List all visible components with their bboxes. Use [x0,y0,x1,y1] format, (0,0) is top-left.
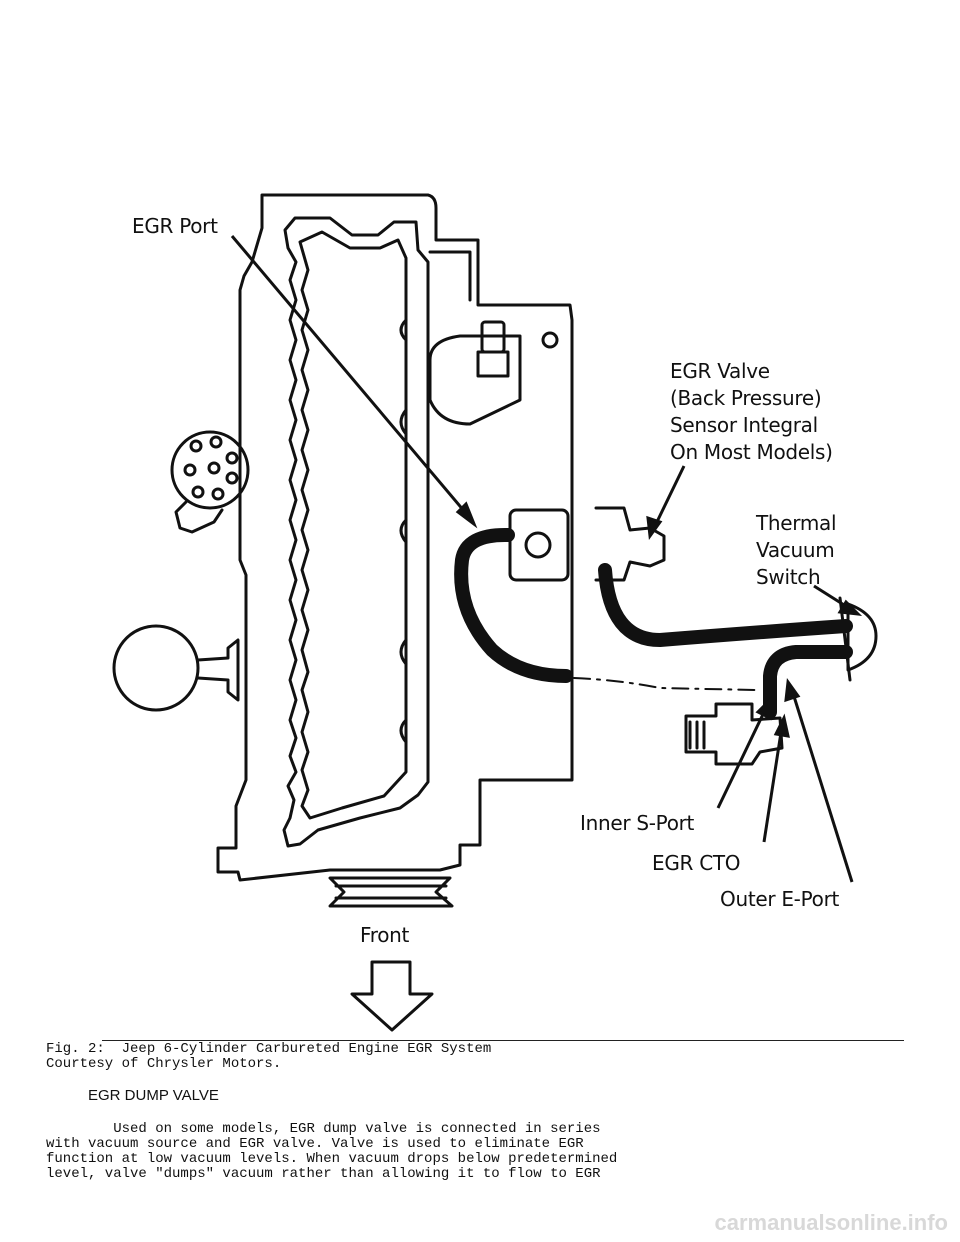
vacuum-hose-cto [763,645,853,719]
label-front: Front [360,923,410,947]
figure-caption-line1: Fig. 2: Jeep 6-Cylinder Carbureted Engin… [46,1041,492,1057]
body-line-3: function at low vacuum levels. When vacu… [46,1151,618,1167]
label-egr-valve-2: (Back Pressure) [670,386,821,410]
label-egr-valve-1: EGR Valve [670,359,770,383]
section-heading: EGR DUMP VALVE [88,1087,219,1104]
label-egr-port: EGR Port [132,214,218,238]
front-arrow-icon [350,960,434,1032]
engine-egr-diagram: EGR Port EGR Valve (Back Pressure) Senso… [112,193,878,1032]
engine-block-outline [216,193,574,882]
distributor-cap [170,430,250,510]
label-outer-port: Outer E-Port [720,887,840,911]
body-line-2: with vacuum source and EGR valve. Valve … [46,1136,584,1152]
oil-filler-cap [112,624,200,712]
label-tvs-3: Switch [756,565,820,589]
label-tvs-1: Thermal [755,511,836,535]
label-egr-cto: EGR CTO [652,851,740,875]
watermark: carmanualsonline.info [714,1210,949,1235]
label-inner-port: Inner S-Port [580,811,695,835]
label-egr-valve-3: Sensor Integral [670,413,818,437]
figure-caption-line2: Courtesy of Chrysler Motors. [46,1056,282,1072]
front-pulley [328,876,454,908]
vacuum-hose-egr-valve [598,563,853,647]
body-line-4: level, valve "dumps" vacuum rather than … [46,1166,601,1182]
label-tvs-2: Vacuum [756,538,834,562]
egr-valve-body [508,508,570,582]
vacuum-hose-egr-port [454,527,573,683]
body-line-1: Used on some models, EGR dump valve is c… [46,1121,601,1137]
label-egr-valve-4: On Most Models) [670,440,833,464]
rocker-cover-outline [282,216,430,848]
caption-rule [102,1040,904,1041]
